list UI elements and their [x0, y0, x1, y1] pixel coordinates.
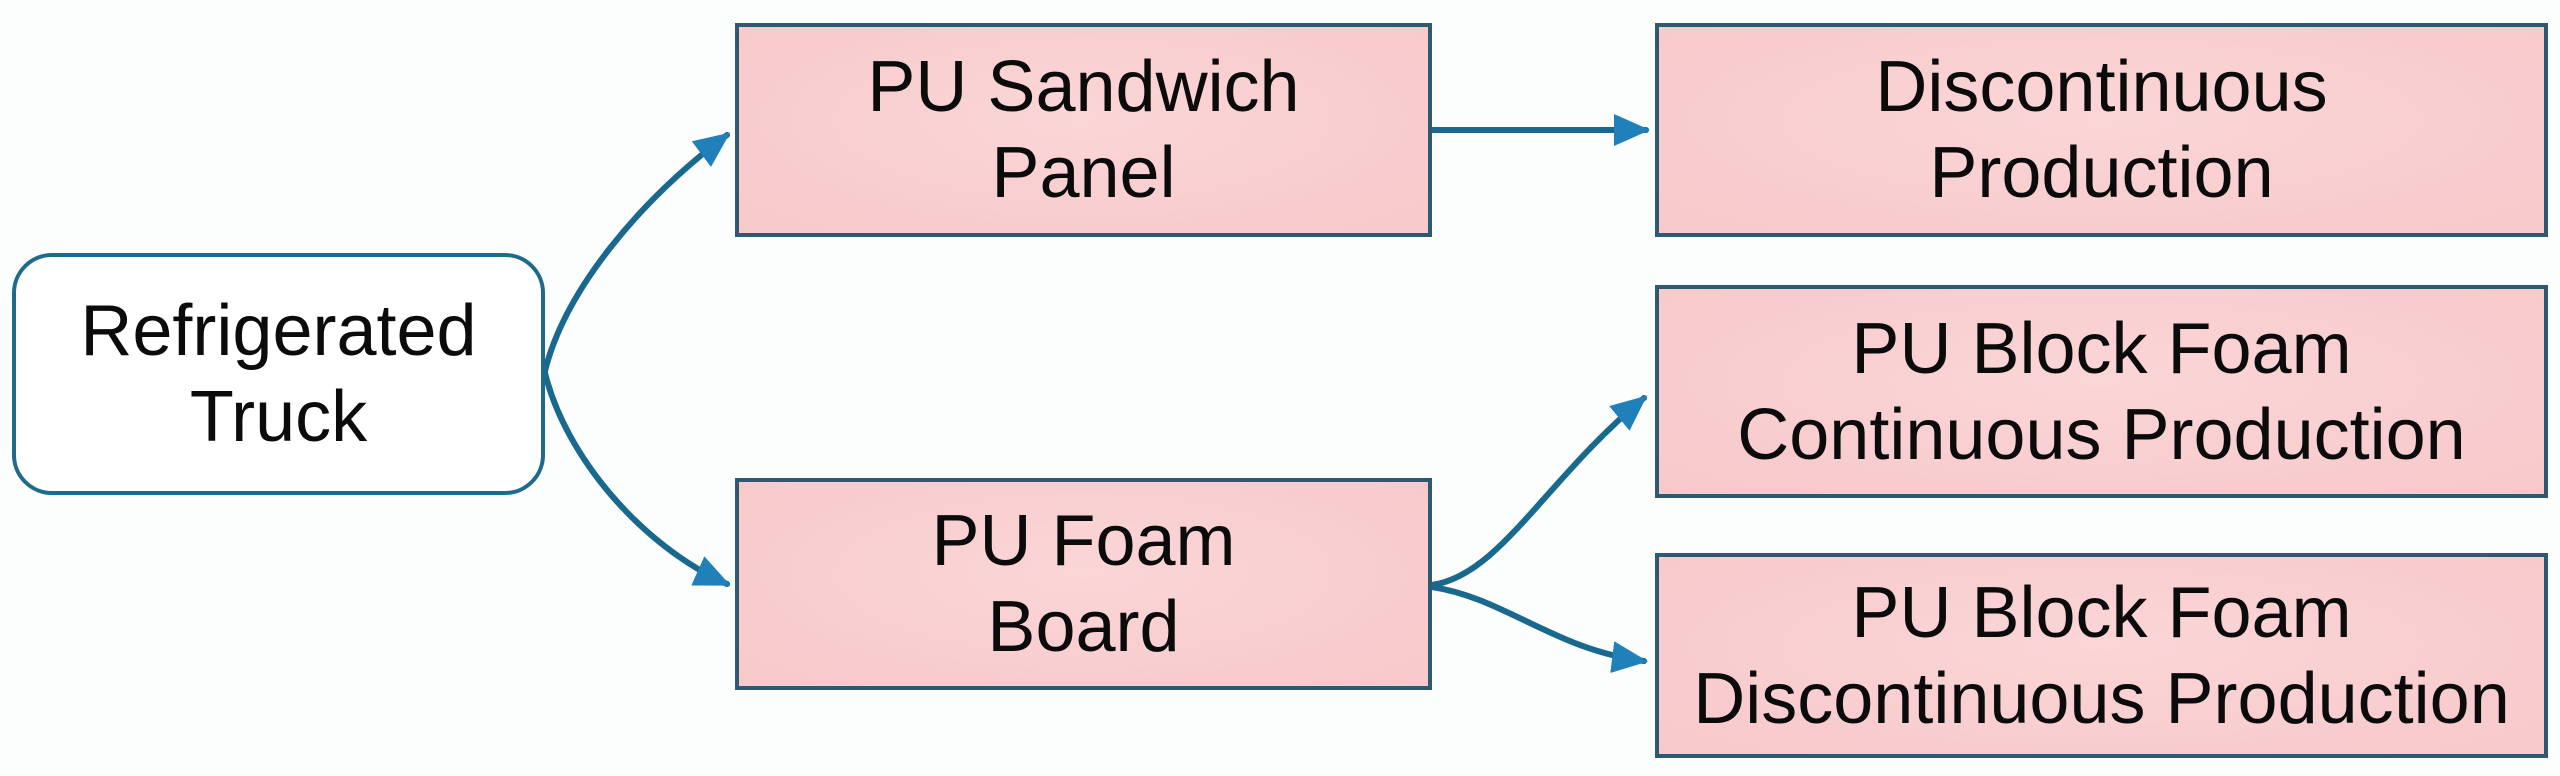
node-pu-foam-board: PU Foam Board [735, 478, 1432, 690]
node-label-line2: Truck [189, 377, 368, 457]
node-label-line2: Board [987, 587, 1180, 667]
edge-truck-to-sandwich-panel [542, 132, 731, 374]
node-label-line1: PU Block Foam [1851, 572, 2352, 653]
node-pu-block-foam-continuous: PU Block Foam Continuous Production [1655, 285, 2548, 498]
node-label-line2: Continuous Production [1737, 394, 2466, 475]
node-pu-block-foam-discontinuous: PU Block Foam Discontinuous Production [1655, 553, 2548, 758]
node-refrigerated-truck: Refrigerated Truck [12, 253, 545, 495]
edge-foam-to-block-continuous [1429, 395, 1648, 588]
edge-foam-to-block-discontinuous [1429, 584, 1648, 673]
node-label-line1: PU Sandwich [867, 47, 1300, 127]
node-label-line2: Discontinuous Production [1693, 658, 2510, 739]
node-label-line2: Panel [991, 133, 1176, 213]
node-discontinuous-production: Discontinuous Production [1655, 23, 2548, 237]
node-pu-sandwich-panel: PU Sandwich Panel [735, 23, 1432, 237]
node-label-line1: Refrigerated [80, 291, 477, 371]
node-label-line2: Production [1929, 133, 2274, 213]
node-label-line1: PU Block Foam [1851, 308, 2352, 389]
node-label-line1: PU Foam [931, 501, 1236, 581]
edge-truck-to-foam-board [542, 370, 731, 587]
node-label-line1: Discontinuous [1875, 47, 2328, 127]
